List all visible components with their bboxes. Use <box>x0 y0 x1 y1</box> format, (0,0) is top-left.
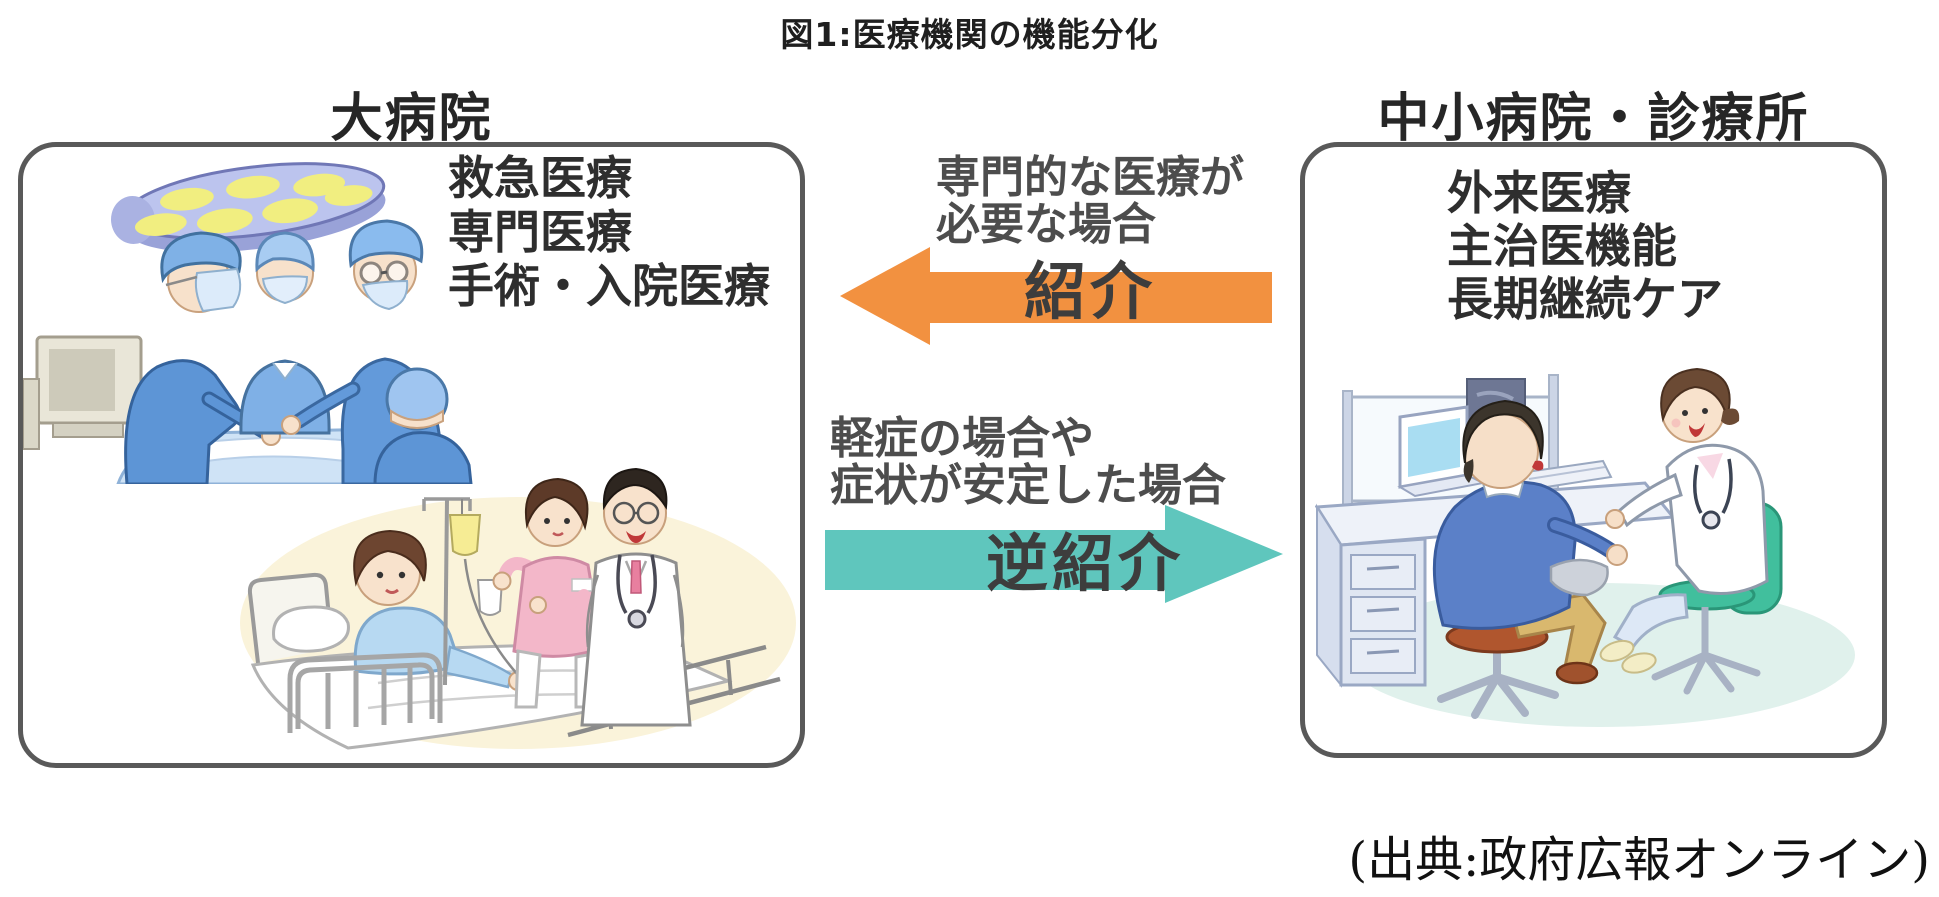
surgical-light-icon <box>111 162 386 253</box>
inpatient-ward-illustration <box>240 467 796 750</box>
small-hospital-box: 外来医療 主治医機能 長期継続ケア <box>1300 142 1887 758</box>
iv-drip-icon <box>422 497 519 686</box>
doctor-icon <box>580 467 692 727</box>
small-hospital-functions: 外来医療 主治医機能 長期継続ケア <box>1447 167 1723 326</box>
function-item: 救急医療 <box>448 151 632 205</box>
patient-icon <box>1432 399 1628 719</box>
small-hospital-title: 中小病院・診療所 <box>1377 89 1810 149</box>
referral-arrow-label: 紹介 <box>1023 255 1156 328</box>
clinic-consultation-illustration <box>1315 367 1855 727</box>
large-hospital-title: 大病院 <box>330 89 493 149</box>
function-item: 外来医療 <box>1447 166 1631 220</box>
reverse-referral-arrow-shape <box>825 505 1283 603</box>
function-item: 手術・入院医療 <box>448 259 770 313</box>
large-hospital-functions: 救急医療 専門医療 手術・入院医療 <box>448 151 770 313</box>
referral-condition: 専門的な医療が 必要な場合 <box>936 154 1244 248</box>
surgeon-icon <box>373 367 473 484</box>
referral-condition-line1: 専門的な医療が <box>936 152 1244 203</box>
reverse-referral-arrow-label: 逆紹介 <box>985 527 1184 600</box>
referral-arrow-shape <box>840 247 1272 345</box>
nurse-icon <box>492 477 604 709</box>
female-doctor-icon <box>1599 367 1769 674</box>
function-item: 主治医機能 <box>1447 219 1677 273</box>
referral-condition-line2: 必要な場合 <box>936 199 1156 250</box>
reverse-condition-line1: 軽症の場合や <box>830 413 1094 464</box>
figure-title: 図1:医療機関の機能分化 <box>780 15 1159 54</box>
reverse-referral-condition: 軽症の場合や 症状が安定した場合 <box>830 415 1226 509</box>
operating-room-illustration <box>23 162 473 484</box>
bed-rail-icon <box>287 652 443 733</box>
large-hospital-box: 救急医療 専門医療 手術・入院医療 <box>18 142 805 768</box>
function-item: 長期継続ケア <box>1447 272 1723 326</box>
source-caption: (出典:政府広報オンライン) <box>1348 832 1930 888</box>
computer-icon <box>1397 405 1613 498</box>
reverse-referral-arrow-icon <box>825 505 1283 603</box>
reverse-condition-line2: 症状が安定した場合 <box>830 460 1226 511</box>
referral-arrow-icon <box>840 247 1272 345</box>
function-item: 専門医療 <box>448 205 632 259</box>
monitor-icon <box>23 335 143 450</box>
